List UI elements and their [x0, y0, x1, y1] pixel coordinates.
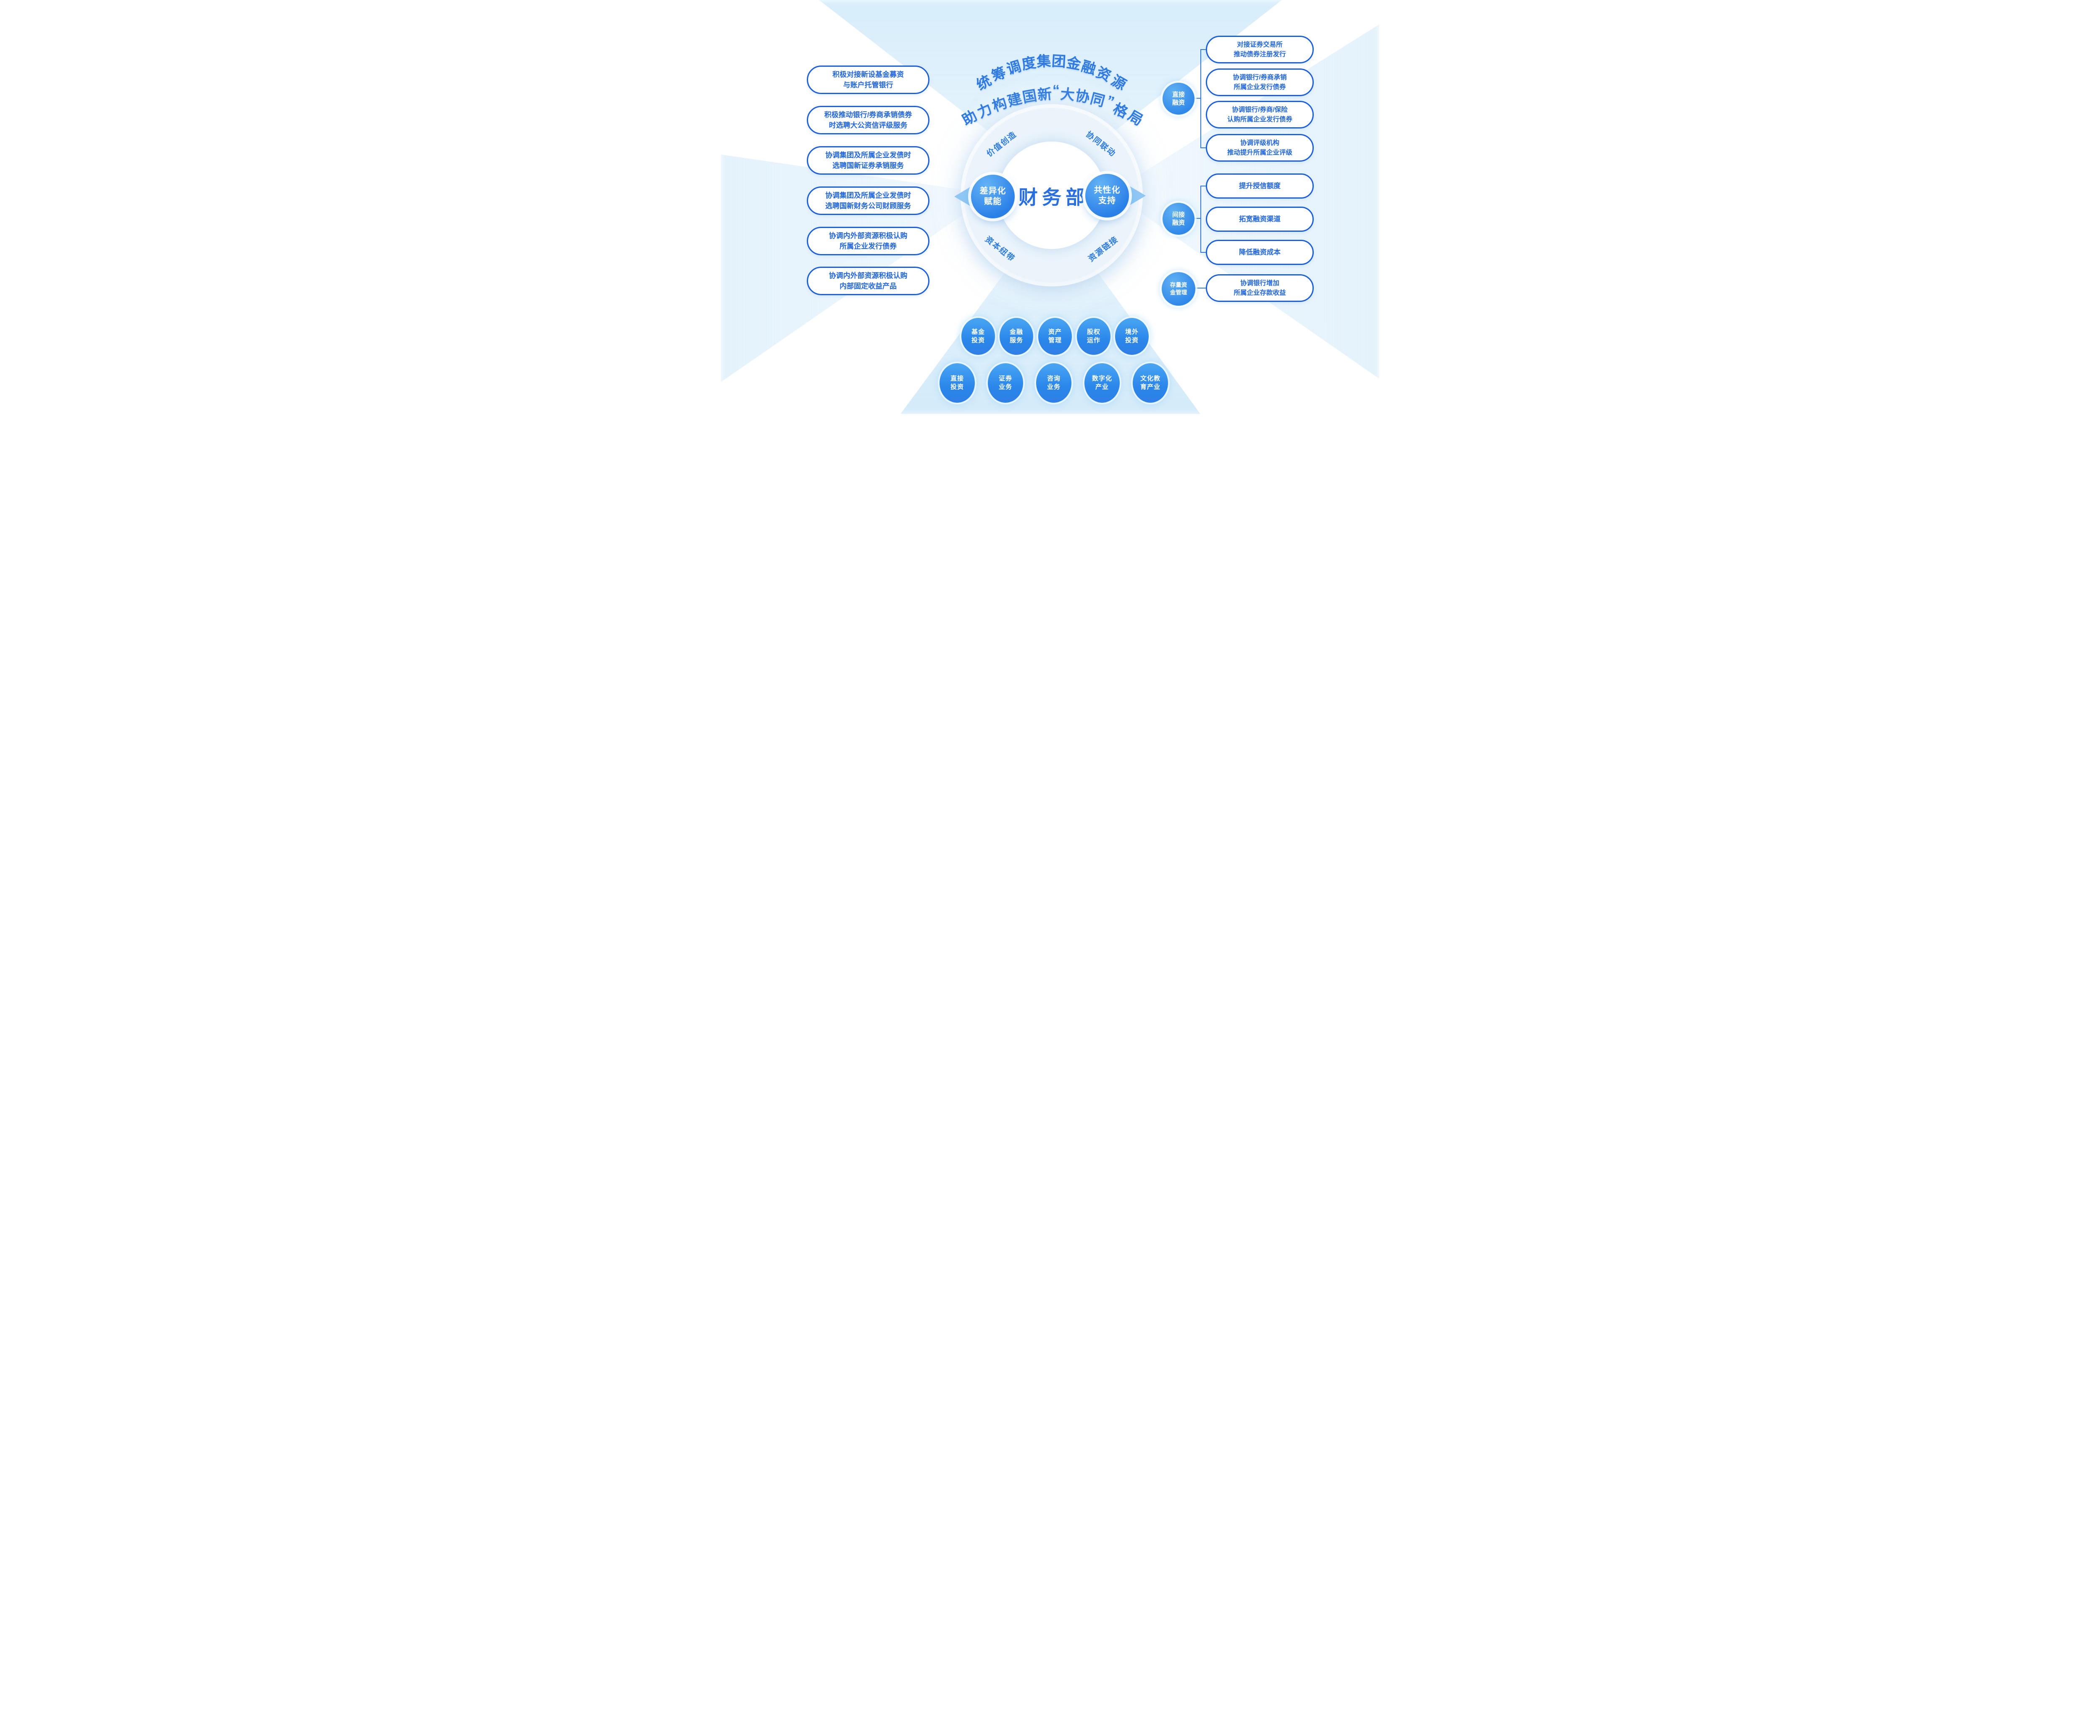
title-line-1: 统筹调度集团金融资源	[974, 53, 1129, 94]
ellipse-line: 金融	[1009, 328, 1023, 336]
connector	[1200, 186, 1201, 253]
ellipse-line: 管理	[1048, 337, 1062, 344]
ellipse-line: 投资	[950, 383, 964, 391]
ellipse-consulting-business: 咨询 业务	[1036, 363, 1071, 403]
group-circle-line: 融资	[1172, 219, 1185, 226]
ellipse-asset-management: 资产 管理	[1038, 318, 1072, 355]
pill-line: 协调银行/券商承销	[1233, 73, 1287, 81]
bubble-differentiated-empowerment: 差异化 赋能	[971, 175, 1015, 218]
connector	[1200, 147, 1206, 148]
ellipse-line: 业务	[998, 383, 1012, 391]
pill-line: 对接证券交易所	[1237, 41, 1283, 48]
group-circle-direct-financing: 直接 融资	[1163, 83, 1194, 115]
ellipse-fund-investment: 基金 投资	[961, 318, 995, 355]
ellipse-overseas-investment: 境外 投资	[1115, 318, 1149, 355]
group-circle-indirect-financing: 间接 融资	[1163, 203, 1194, 235]
ellipse-securities-business: 证券 业务	[988, 363, 1023, 403]
group-circle-cash-management: 存量资 金管理	[1162, 272, 1195, 306]
hub-label: 财务部	[1018, 187, 1089, 208]
left-box-underwriting-service: 协调集团及所属企业发债时 选聘国新证券承销服务	[807, 146, 929, 175]
connector	[1200, 49, 1201, 148]
pill-line: 协调集团及所属企业发债时	[825, 151, 911, 159]
pill-line: 协调集团及所属企业发债时	[825, 191, 911, 199]
ellipse-line: 育产业	[1140, 383, 1160, 391]
ellipse-financial-services: 金融 服务	[1000, 318, 1033, 355]
right-box-credit-line: 提升授信额度	[1206, 173, 1314, 199]
pill-line: 协调内外部资源积极认购	[829, 271, 908, 280]
pill-line: 协调银行/券商/保险	[1232, 106, 1288, 113]
ellipse-line: 投资	[1125, 337, 1139, 344]
pill-line: 协调内外部资源积极认购	[829, 231, 908, 240]
ellipse-equity-operation: 股权 运作	[1077, 318, 1110, 355]
ellipse-line: 投资	[971, 337, 985, 344]
pill-line: 协调银行增加	[1240, 279, 1279, 287]
pill-line: 时选聘大公资信评级服务	[829, 121, 908, 129]
right-arrow-icon	[1128, 185, 1146, 206]
right-box-bond-subscription: 协调银行/券商/保险 认购所属企业发行债券	[1206, 101, 1314, 128]
left-box-rating-service: 积极推动银行/券商承销债券 时选聘大公资信评级服务	[807, 106, 929, 134]
group-circle-line: 融资	[1172, 99, 1185, 106]
pill-line: 内部固定收益产品	[840, 282, 897, 290]
ellipse-line: 资产	[1048, 328, 1062, 336]
left-box-advisory-service: 协调集团及所属企业发债时 选聘国新财务公司财顾服务	[807, 186, 929, 215]
bubble-line: 差异化	[979, 186, 1006, 196]
pill-line: 与账户托管银行	[843, 81, 893, 89]
ellipse-line: 运作	[1087, 337, 1100, 344]
group-circle-line: 间接	[1172, 211, 1185, 218]
connector	[1200, 252, 1206, 253]
connector	[1200, 49, 1206, 50]
left-box-bond-subscription: 协调内外部资源积极认购 所属企业发行债券	[807, 227, 929, 255]
right-box-bank-broker-underwriting: 协调银行/券商承销 所属企业发行债券	[1206, 68, 1314, 96]
connector	[1194, 218, 1201, 219]
pill-line: 所属企业发行债券	[1234, 84, 1286, 91]
pill-line: 选聘国新证券承销服务	[832, 162, 904, 170]
group-circle-line: 存量资	[1170, 282, 1187, 288]
ellipse-line: 境外	[1125, 328, 1139, 336]
right-box-deposit-income: 协调银行增加 所属企业存款收益	[1206, 274, 1314, 302]
ellipse-line: 股权	[1087, 328, 1100, 336]
left-box-fund-custody: 积极对接新设基金募资 与账户托管银行	[807, 66, 929, 94]
bubble-common-support: 共性化 支持	[1085, 174, 1129, 218]
pill-line: 积极对接新设基金募资	[832, 70, 904, 79]
right-box-rating-improvement: 协调评级机构 推动提升所属企业评级	[1206, 134, 1314, 162]
ellipse-direct-investment: 直接 投资	[940, 363, 975, 403]
ellipse-line: 服务	[1009, 337, 1023, 344]
right-box-exchange-registration: 对接证券交易所 推动债券注册发行	[1206, 36, 1314, 63]
ellipse-digital-industry: 数字化 产业	[1084, 363, 1120, 403]
ellipse-line: 数字化	[1092, 375, 1112, 382]
connector	[1194, 98, 1201, 99]
pill-line: 所属企业发行债券	[840, 242, 897, 250]
ellipse-line: 基金	[971, 328, 985, 336]
ellipse-line: 咨询	[1047, 375, 1060, 382]
ellipse-line: 文化教	[1140, 375, 1160, 382]
ellipse-line: 证券	[998, 375, 1012, 382]
bubble-line: 支持	[1098, 196, 1116, 205]
pill-line: 降低融资成本	[1239, 248, 1281, 256]
left-box-fixed-income: 协调内外部资源积极认购 内部固定收益产品	[807, 267, 929, 295]
pill-line: 认购所属企业发行债券	[1227, 116, 1292, 123]
ellipse-culture-education-industry: 文化教 育产业	[1133, 363, 1168, 403]
left-arrow-icon	[954, 186, 972, 207]
finance-collaboration-diagram: 统筹调度集团金融资源 助力构建国新“大协同”格局 财务部 价值创造 协同联动 资…	[721, 0, 1379, 414]
title-line-2: 助力构建国新“大协同”格局	[959, 82, 1146, 129]
group-circle-line: 金管理	[1170, 289, 1187, 296]
right-box-financing-channels: 拓宽融资渠道	[1206, 207, 1314, 232]
ellipse-line: 业务	[1047, 383, 1060, 391]
ellipse-line: 产业	[1095, 383, 1109, 391]
group-circle-line: 直接	[1172, 91, 1185, 98]
pill-line: 拓宽融资渠道	[1239, 215, 1281, 223]
bubble-line: 赋能	[984, 197, 1002, 206]
bubble-line: 共性化	[1094, 186, 1121, 195]
pill-line: 推动提升所属企业评级	[1227, 149, 1292, 156]
pill-line: 选聘国新财务公司财顾服务	[825, 202, 911, 210]
pill-line: 提升授信额度	[1239, 182, 1281, 190]
pill-line: 所属企业存款收益	[1234, 289, 1286, 296]
right-box-financing-cost: 降低融资成本	[1206, 240, 1314, 265]
ellipse-line: 直接	[950, 375, 964, 382]
pill-line: 积极推动银行/券商承销债券	[824, 110, 912, 119]
pill-line: 推动债券注册发行	[1234, 51, 1286, 58]
pill-line: 协调评级机构	[1240, 139, 1279, 147]
